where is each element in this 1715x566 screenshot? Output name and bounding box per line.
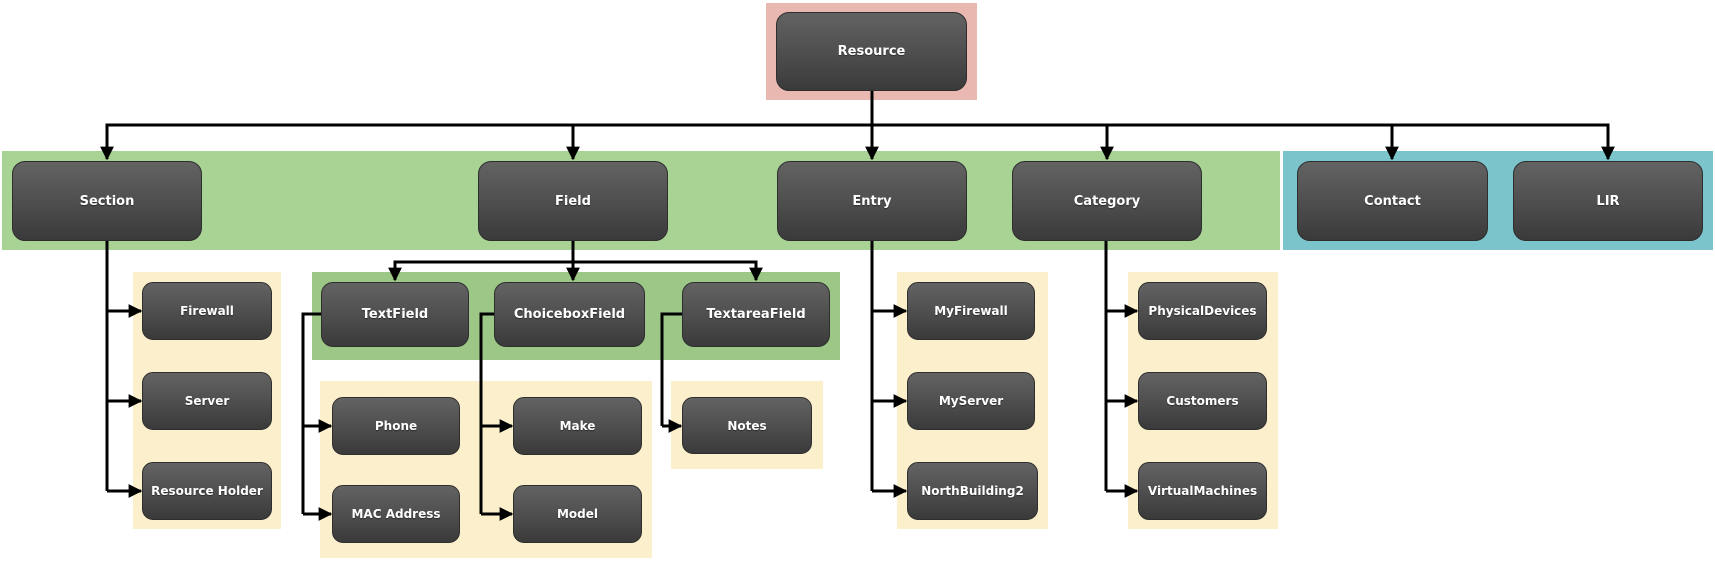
node-customers: Customers	[1138, 372, 1267, 430]
node-field: Field	[478, 161, 668, 241]
connector-textfield-trunk	[301, 312, 321, 514]
node-phone: Phone	[332, 397, 460, 455]
node-myfirewall: MyFirewall	[907, 282, 1035, 340]
node-myserver: MyServer	[907, 372, 1035, 430]
node-virtualmachines: VirtualMachines	[1138, 462, 1267, 520]
node-mac-address: MAC Address	[332, 485, 460, 543]
node-textfield: TextField	[321, 282, 469, 347]
node-physicaldevices: PhysicalDevices	[1138, 282, 1267, 340]
node-resource-holder: Resource Holder	[142, 462, 272, 520]
node-contact: Contact	[1297, 161, 1488, 241]
connector-choicebox-trunk	[479, 312, 494, 514]
node-choiceboxfield: ChoiceboxField	[494, 282, 645, 347]
node-make: Make	[513, 397, 642, 455]
node-section: Section	[12, 161, 202, 241]
node-model: Model	[513, 485, 642, 543]
node-textareafield: TextareaField	[682, 282, 830, 347]
node-lir: LIR	[1513, 161, 1703, 241]
node-resource: Resource	[776, 12, 967, 91]
connector-textarea-trunk	[660, 312, 682, 426]
node-notes: Notes	[682, 397, 812, 454]
node-server: Server	[142, 372, 272, 430]
node-firewall: Firewall	[142, 282, 272, 340]
node-northbuilding2: NorthBuilding2	[907, 462, 1038, 520]
node-category: Category	[1012, 161, 1202, 241]
node-entry: Entry	[777, 161, 967, 241]
